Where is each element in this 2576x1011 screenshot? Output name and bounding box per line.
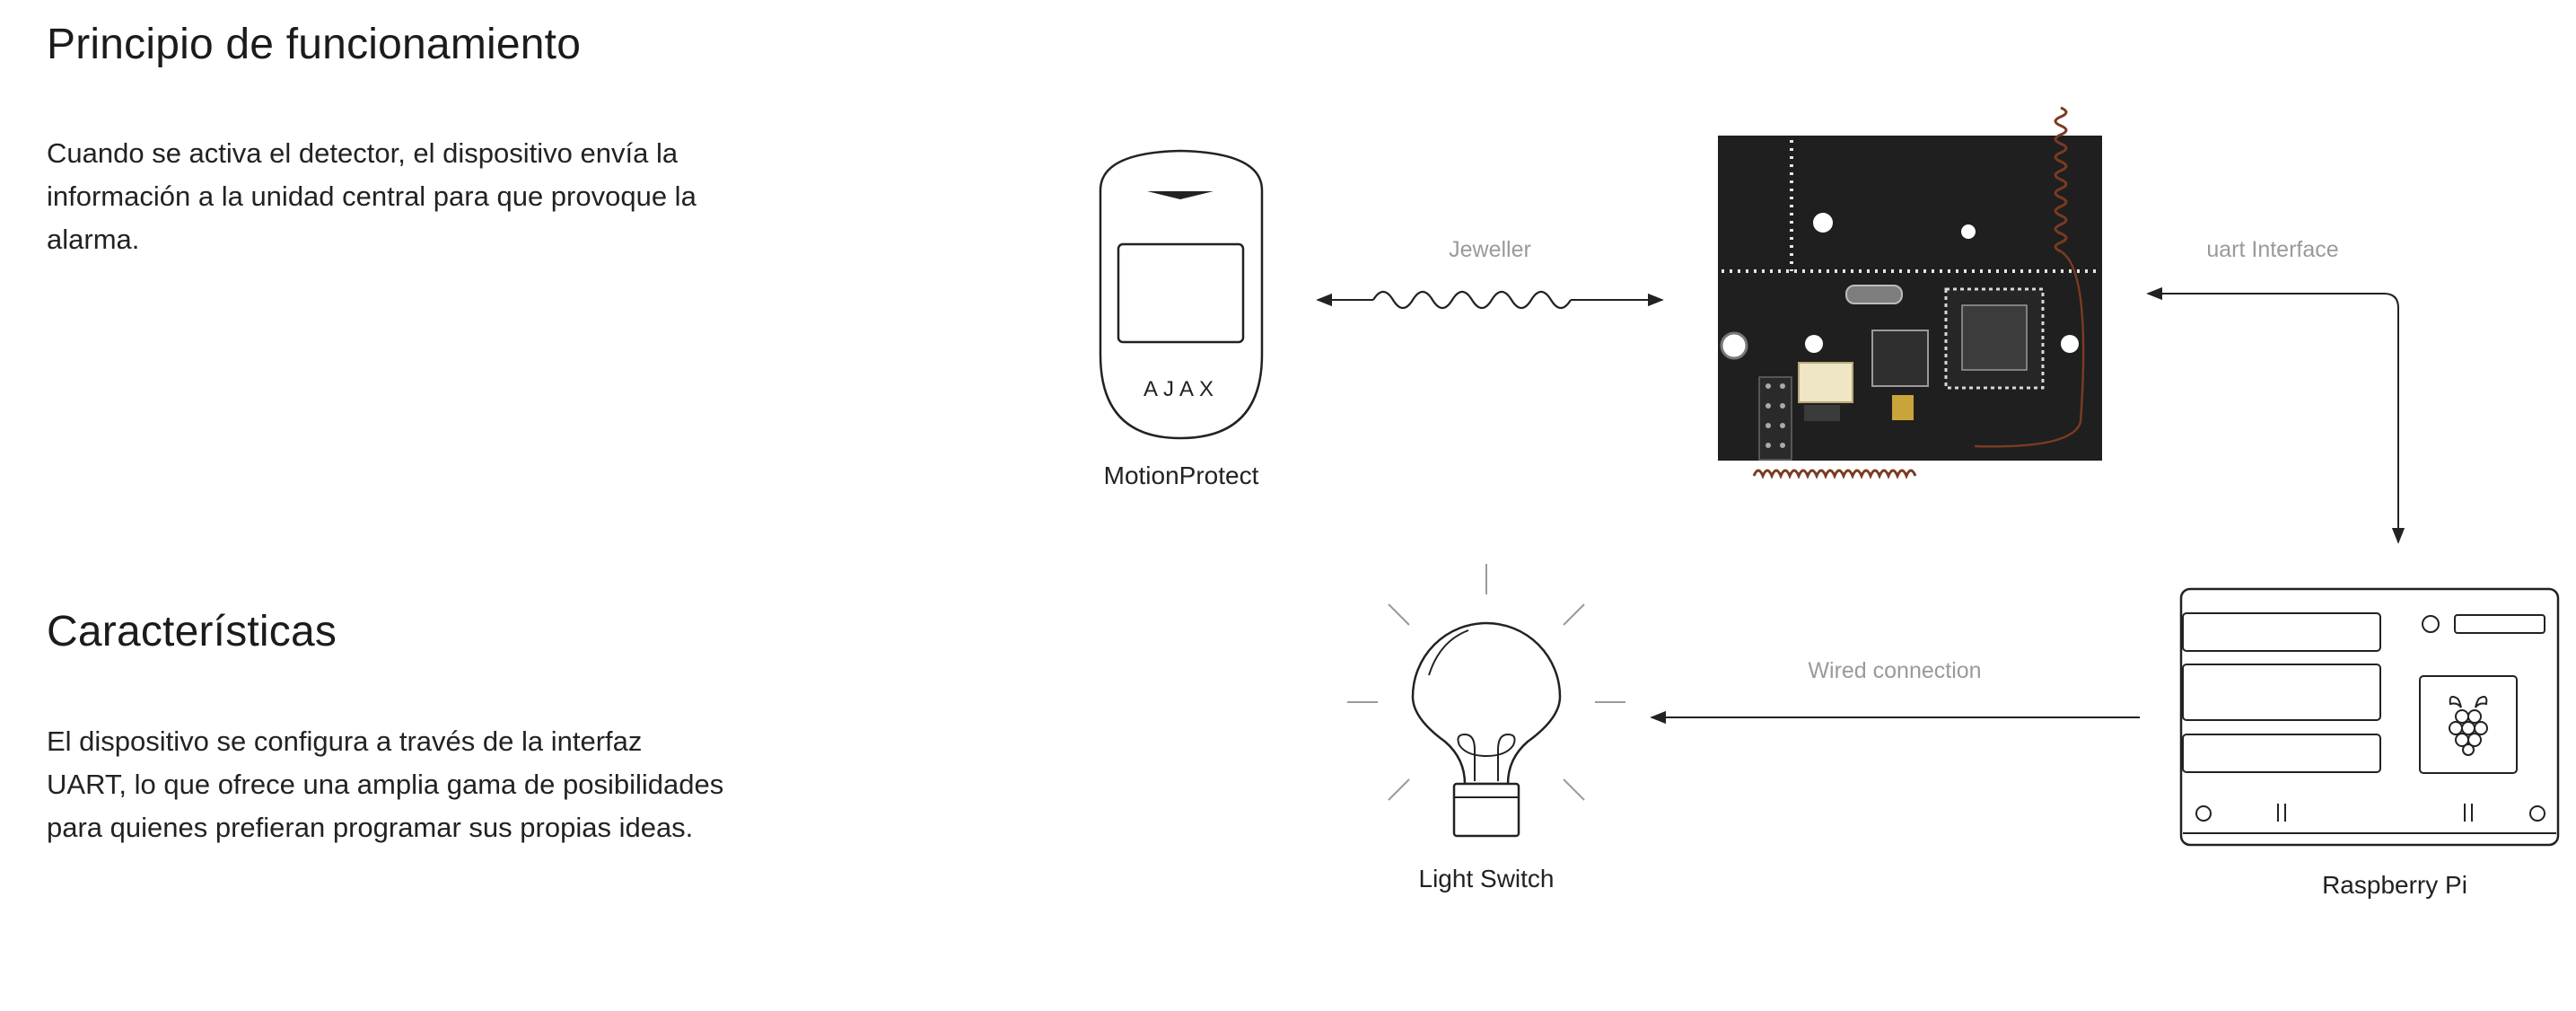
section-text-features: El dispositivo se configura a través de …: [47, 725, 724, 843]
section-text-principle: Cuando se activa el detector, el disposi…: [47, 137, 697, 255]
raspberry-pi-label: Raspberry Pi: [2322, 871, 2467, 899]
jeweller-connection: [1316, 290, 1664, 310]
transmitter-board-icon: [1718, 106, 2102, 479]
raspberry-logo-icon: [2449, 696, 2488, 756]
wired-label: Wired connection: [1808, 658, 1981, 683]
light-bulb-icon: [1347, 564, 1625, 838]
section-title-features: Características: [47, 608, 337, 655]
raspberry-pi-icon: [2179, 587, 2560, 847]
jeweller-label: Jeweller: [1449, 237, 1531, 262]
motion-detector-icon: AJAX: [1099, 149, 1264, 440]
ajax-logo: AJAX: [1143, 377, 1219, 401]
uart-label: uart Interface: [2206, 237, 2338, 262]
light-switch-label: Light Switch: [1419, 865, 1555, 892]
motion-protect-label: MotionProtect: [1104, 462, 1259, 489]
section-title-principle: Principio de funcionamiento: [47, 21, 582, 68]
uart-connection: [2146, 286, 2405, 544]
